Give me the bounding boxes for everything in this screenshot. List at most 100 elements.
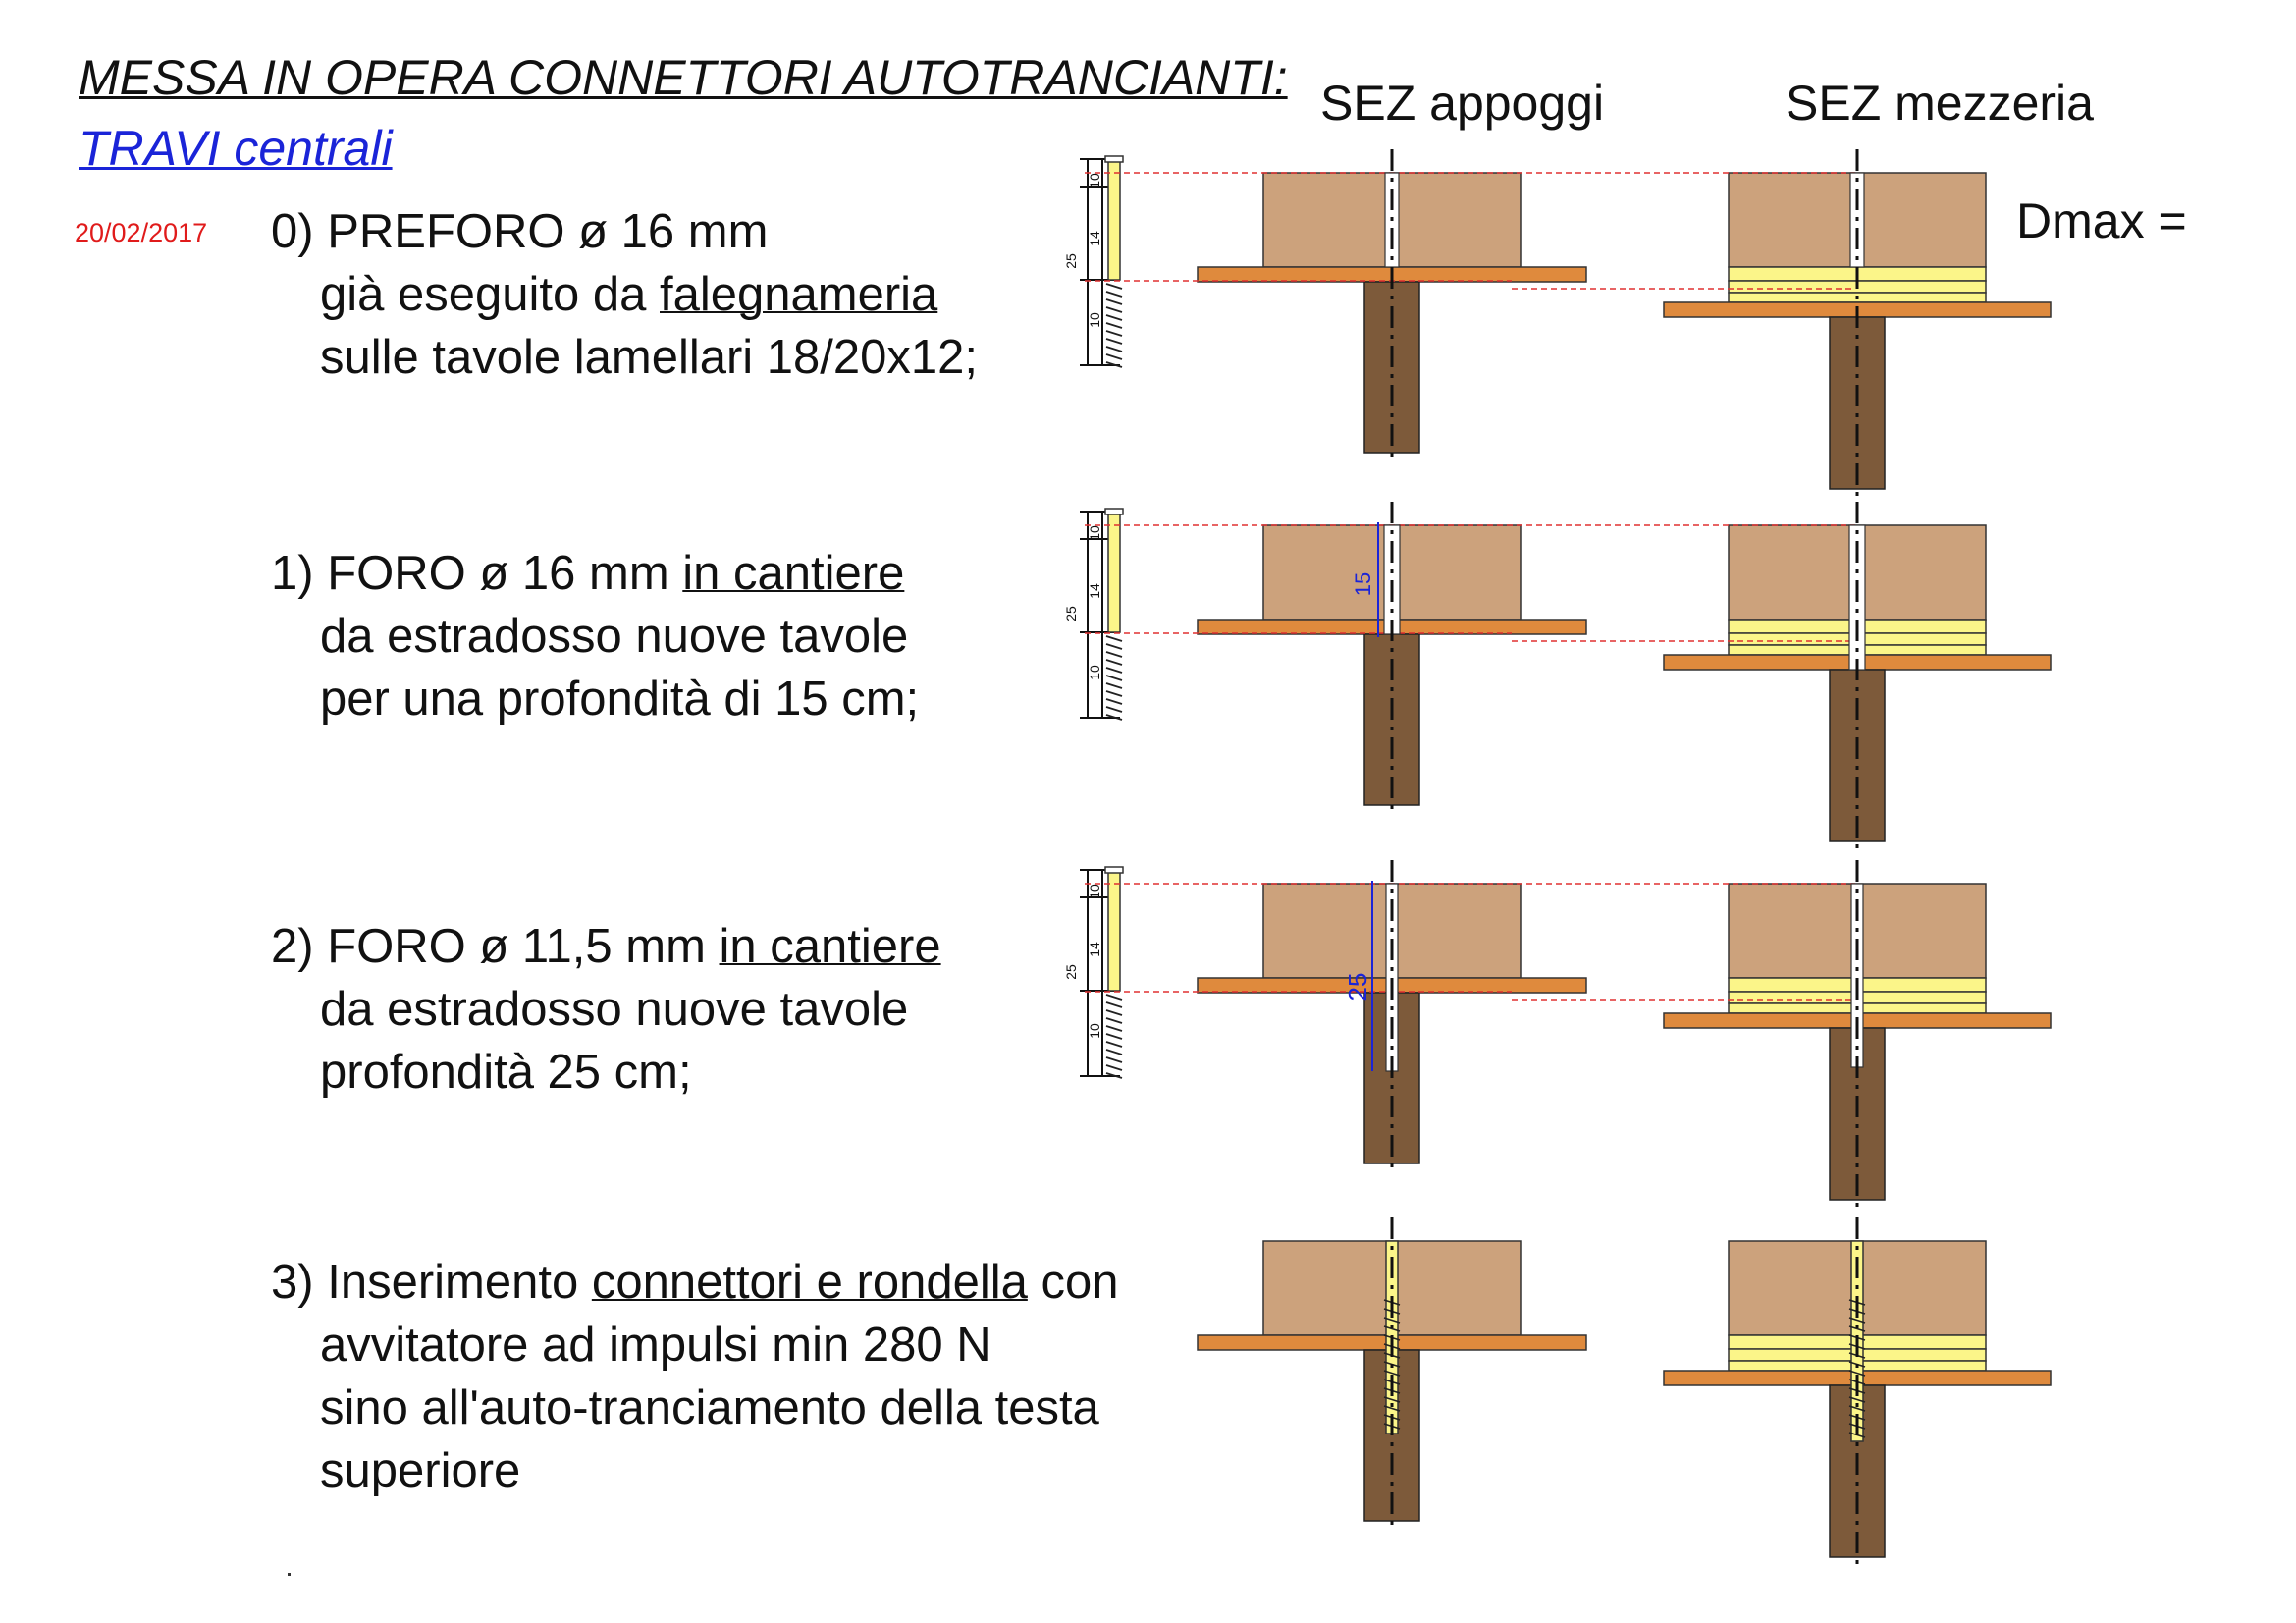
side-connector-thread [1105, 338, 1123, 345]
side-connector-thread [1105, 1064, 1123, 1071]
step-0-line1: 0) PREFORO ø 16 mm [271, 200, 978, 263]
connector-mezzeria-thread [1848, 1325, 1866, 1332]
side-connector-thread [1105, 714, 1123, 721]
dim-label-total: 25 [1063, 606, 1079, 622]
step-1-number: 1) [271, 547, 314, 600]
side-connector-washer [1104, 155, 1124, 163]
stray-dot [288, 1573, 291, 1576]
connector-mezzeria-thread [1848, 1370, 1866, 1377]
side-connector-thread [1105, 306, 1123, 313]
dim-label-head: 10 [1087, 884, 1102, 899]
connector-appoggi-thread [1383, 1396, 1401, 1403]
side-connector-thread [1105, 1017, 1123, 1024]
page-title: MESSA IN OPERA CONNETTORI AUTOTRANCIANTI… [79, 50, 1288, 105]
side-connector-thread [1105, 690, 1123, 697]
side-connector-thread [1105, 353, 1123, 360]
step-3-line1-underlined: connettori e rondella [591, 1256, 1028, 1309]
side-connector-washer [1104, 866, 1124, 874]
step-0-number: 0) [271, 205, 314, 258]
dim-label-thread: 10 [1087, 1023, 1102, 1039]
step-3-number: 3) [271, 1256, 314, 1309]
connector-appoggi-thread [1383, 1317, 1401, 1324]
step-2-line1: 2) FORO ø 11,5 mm in cantiere [271, 915, 941, 978]
step-2-line2: da estradosso nuove tavole [320, 983, 909, 1036]
side-connector-thread [1105, 346, 1123, 352]
depth-label-25: 25 [1343, 973, 1372, 1001]
side-connector-thread [1105, 651, 1123, 658]
side-connector-thread [1105, 635, 1123, 642]
connector-mezzeria-thread [1848, 1396, 1866, 1403]
connector-mezzeria-thread [1848, 1405, 1866, 1412]
side-connector-thread [1105, 298, 1123, 305]
step-1-line2: da estradosso nuove tavole [320, 610, 909, 663]
step-3-line1: 3) Inserimento connettori e rondella con [271, 1251, 1118, 1314]
header-sez-mezzeria: SEZ mezzeria [1786, 76, 2094, 131]
step-1-line1-text: FORO ø 16 mm [327, 547, 683, 600]
date-stamp: 20/02/2017 [75, 218, 208, 247]
dim-label-thread: 10 [1087, 665, 1102, 680]
side-connector-thread [1105, 1049, 1123, 1055]
side-connector-thread [1105, 682, 1123, 689]
step-2-line3: profondità 25 cm; [320, 1046, 692, 1099]
side-connector-thread [1105, 1056, 1123, 1063]
step-0-text: 0) PREFORO ø 16 mm già eseguito da faleg… [271, 200, 978, 389]
side-connector-thread [1105, 1001, 1123, 1008]
dim-label-thread: 10 [1087, 312, 1102, 328]
side-connector-thread [1105, 675, 1123, 681]
side-connector-thread [1105, 994, 1123, 1001]
dmax-label: Dmax = 4 [2016, 193, 2199, 248]
side-connector-thread [1105, 659, 1123, 666]
step-2-text: 2) FORO ø 11,5 mm in cantiere da estrado… [271, 915, 941, 1104]
step-1-line3: per una profondità di 15 cm; [320, 673, 920, 726]
side-connector-thread [1105, 1033, 1123, 1040]
side-connector-shank [1107, 158, 1121, 281]
dim-label-head: 10 [1087, 525, 1102, 541]
side-connector-thread [1105, 291, 1123, 298]
step-0-line3: sulle tavole lamellari 18/20x12; [320, 331, 979, 384]
side-connector-thread [1105, 314, 1123, 321]
connector-appoggi-thread [1383, 1405, 1401, 1412]
step-1-text: 1) FORO ø 16 mm in cantiere da estradoss… [271, 542, 919, 730]
connector-appoggi-thread [1383, 1325, 1401, 1332]
step-2-number: 2) [271, 920, 314, 973]
page-subtitle: TRAVI centrali [79, 121, 393, 176]
step-3-line1-text: Inserimento [327, 1256, 592, 1309]
step-0-line2-underlined: falegnameria [660, 268, 938, 321]
connector-appoggi-thread [1383, 1370, 1401, 1377]
side-connector-shank [1107, 869, 1121, 992]
depth-label-15: 15 [1351, 572, 1375, 596]
side-connector-thread [1105, 1041, 1123, 1048]
step-2-line1-underlined: in cantiere [719, 920, 941, 973]
step-3-line2: avvitatore ad impulsi min 280 N [320, 1319, 991, 1372]
header-sez-appoggi: SEZ appoggi [1320, 76, 1605, 131]
side-connector-thread [1105, 283, 1123, 290]
side-connector-thread [1105, 330, 1123, 337]
step-0-line1-text: PREFORO ø 16 mm [327, 205, 769, 258]
side-connector-shank [1107, 511, 1121, 633]
side-connector-thread [1105, 1009, 1123, 1016]
step-1-line1-underlined: in cantiere [682, 547, 905, 600]
dim-label-shank: 14 [1087, 583, 1102, 599]
side-connector-thread [1105, 706, 1123, 713]
step-0-line2-text: già eseguito da [320, 268, 660, 321]
dim-label-head: 10 [1087, 173, 1102, 189]
side-connector-thread [1105, 1025, 1123, 1032]
step-3-line4: superiore [320, 1444, 521, 1497]
side-connector-thread [1105, 361, 1123, 368]
step-3-text: 3) Inserimento connettori e rondella con… [271, 1251, 1118, 1502]
step-2-line1-text: FORO ø 11,5 mm [327, 920, 720, 973]
side-connector-thread [1105, 698, 1123, 705]
side-connector-thread [1105, 322, 1123, 329]
step-3-line3: sino all'auto-tranciamento della testa [320, 1381, 1099, 1434]
side-connector-washer [1104, 508, 1124, 515]
step-1-line1: 1) FORO ø 16 mm in cantiere [271, 542, 919, 605]
step-3-line1-tail: con [1027, 1256, 1119, 1309]
dim-label-shank: 14 [1087, 231, 1102, 246]
dim-label-shank: 14 [1087, 942, 1102, 957]
connector-mezzeria-thread [1848, 1317, 1866, 1324]
side-connector-thread [1105, 643, 1123, 650]
dim-label-total: 25 [1063, 964, 1079, 980]
side-connector-thread [1105, 667, 1123, 674]
dim-label-total: 25 [1063, 253, 1079, 269]
